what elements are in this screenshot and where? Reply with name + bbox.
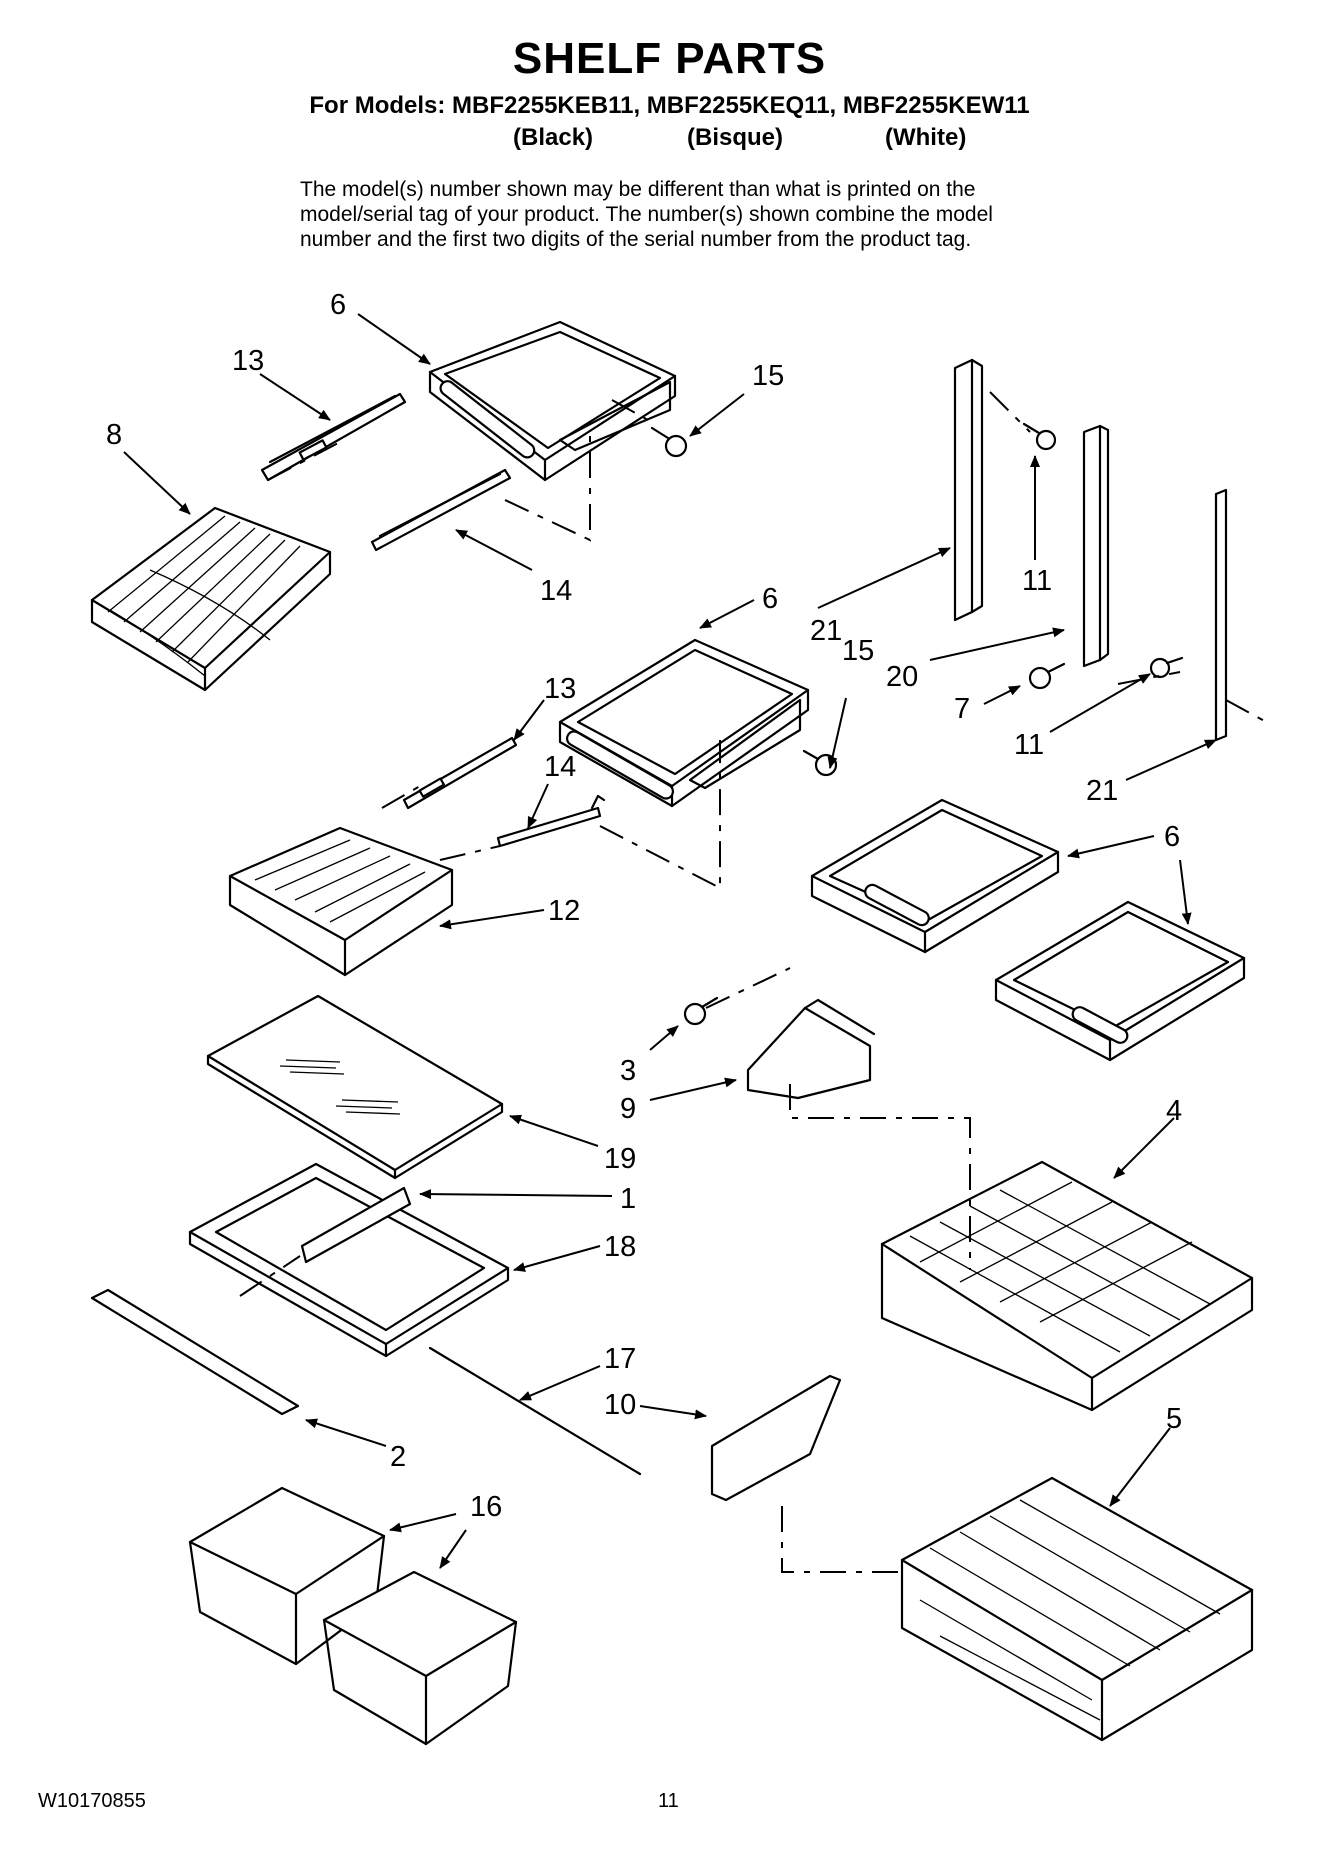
- document-code: W10170855: [38, 1790, 146, 1812]
- part-drawer-12: [228, 826, 454, 977]
- callout-12: 12: [548, 895, 580, 927]
- callout-11-top: 11: [1022, 565, 1052, 597]
- callout-13-top: 13: [232, 345, 264, 377]
- part-crisper-frame: [188, 1162, 510, 1358]
- part-bracket-9: [746, 998, 876, 1100]
- note-line-1: The model(s) number shown may be differe…: [300, 178, 976, 201]
- variant-bisque: (Bisque): [687, 124, 783, 151]
- callout-11-lower: 11: [1014, 729, 1044, 761]
- part-rail-middle: [402, 736, 518, 810]
- note-line-3: number and the first two digits of the s…: [300, 228, 972, 251]
- part-shelf-standards: [953, 358, 1228, 742]
- callout-1: 1: [620, 1183, 636, 1215]
- part-wire-basket-5: [900, 1476, 1254, 1742]
- variant-white: (White): [885, 124, 967, 151]
- part-rod-17: [428, 1346, 642, 1476]
- callout-7: 7: [954, 693, 970, 725]
- callout-6-middle: 6: [762, 583, 778, 615]
- part-wire-basket-4: [880, 1160, 1254, 1412]
- callout-4: 4: [1166, 1095, 1182, 1127]
- model-list: For Models: MBF2255KEB11, MBF2255KEQ11, …: [309, 92, 1030, 119]
- part-shelf-right-lower: [994, 900, 1246, 1062]
- callout-13-middle: 13: [544, 673, 576, 705]
- callout-14-top: 14: [540, 575, 572, 607]
- callout-15-top: 15: [752, 360, 784, 392]
- part-crisper-drawers: [188, 1486, 518, 1746]
- page-title: SHELF PARTS: [512, 34, 827, 83]
- part-shelf-middle: [558, 638, 810, 808]
- part-screws: [650, 422, 1184, 1026]
- callout-10: 10: [604, 1389, 636, 1421]
- note-line-2: model/serial tag of your product. The nu…: [300, 203, 993, 226]
- callout-5: 5: [1166, 1403, 1182, 1435]
- callout-2: 2: [390, 1441, 406, 1473]
- page-number: 11: [658, 1790, 679, 1812]
- callout-21-right: 21: [1086, 775, 1118, 807]
- part-wire-basket-8: [90, 506, 332, 692]
- callout-6-right: 6: [1164, 821, 1180, 853]
- callout-16: 16: [470, 1491, 502, 1523]
- callout-3: 3: [620, 1055, 636, 1087]
- callout-numbers: 6 13 15 8 14 11 6 21 15 20 13 7 11 14 21…: [106, 289, 1182, 1523]
- callout-18: 18: [604, 1231, 636, 1263]
- part-rail-middle-lower: [496, 794, 606, 848]
- callout-9: 9: [620, 1093, 636, 1125]
- part-shelf-right-upper: [810, 798, 1060, 954]
- part-rail-lower: [370, 468, 512, 552]
- part-divider-10: [710, 1374, 842, 1502]
- callout-8: 8: [106, 419, 122, 451]
- model-number-note: The model(s) number shown may be differe…: [300, 177, 1120, 252]
- callout-15-middle: 15: [842, 635, 874, 667]
- callout-leaders: [123, 313, 1217, 1569]
- callout-20: 20: [886, 661, 918, 693]
- callout-14-middle: 14: [544, 751, 576, 783]
- callout-6-top: 6: [330, 289, 346, 321]
- assembly-dashed-lines: [239, 391, 1271, 1573]
- variant-black: (Black): [513, 124, 594, 151]
- callout-19: 19: [604, 1143, 636, 1175]
- part-shelf-top: [428, 320, 677, 482]
- part-rail-top: [260, 392, 407, 482]
- callout-17: 17: [604, 1343, 636, 1375]
- callout-21-left: 21: [810, 615, 842, 647]
- part-cover-strip: [90, 1288, 300, 1416]
- part-glass-shelf-19: [206, 994, 504, 1180]
